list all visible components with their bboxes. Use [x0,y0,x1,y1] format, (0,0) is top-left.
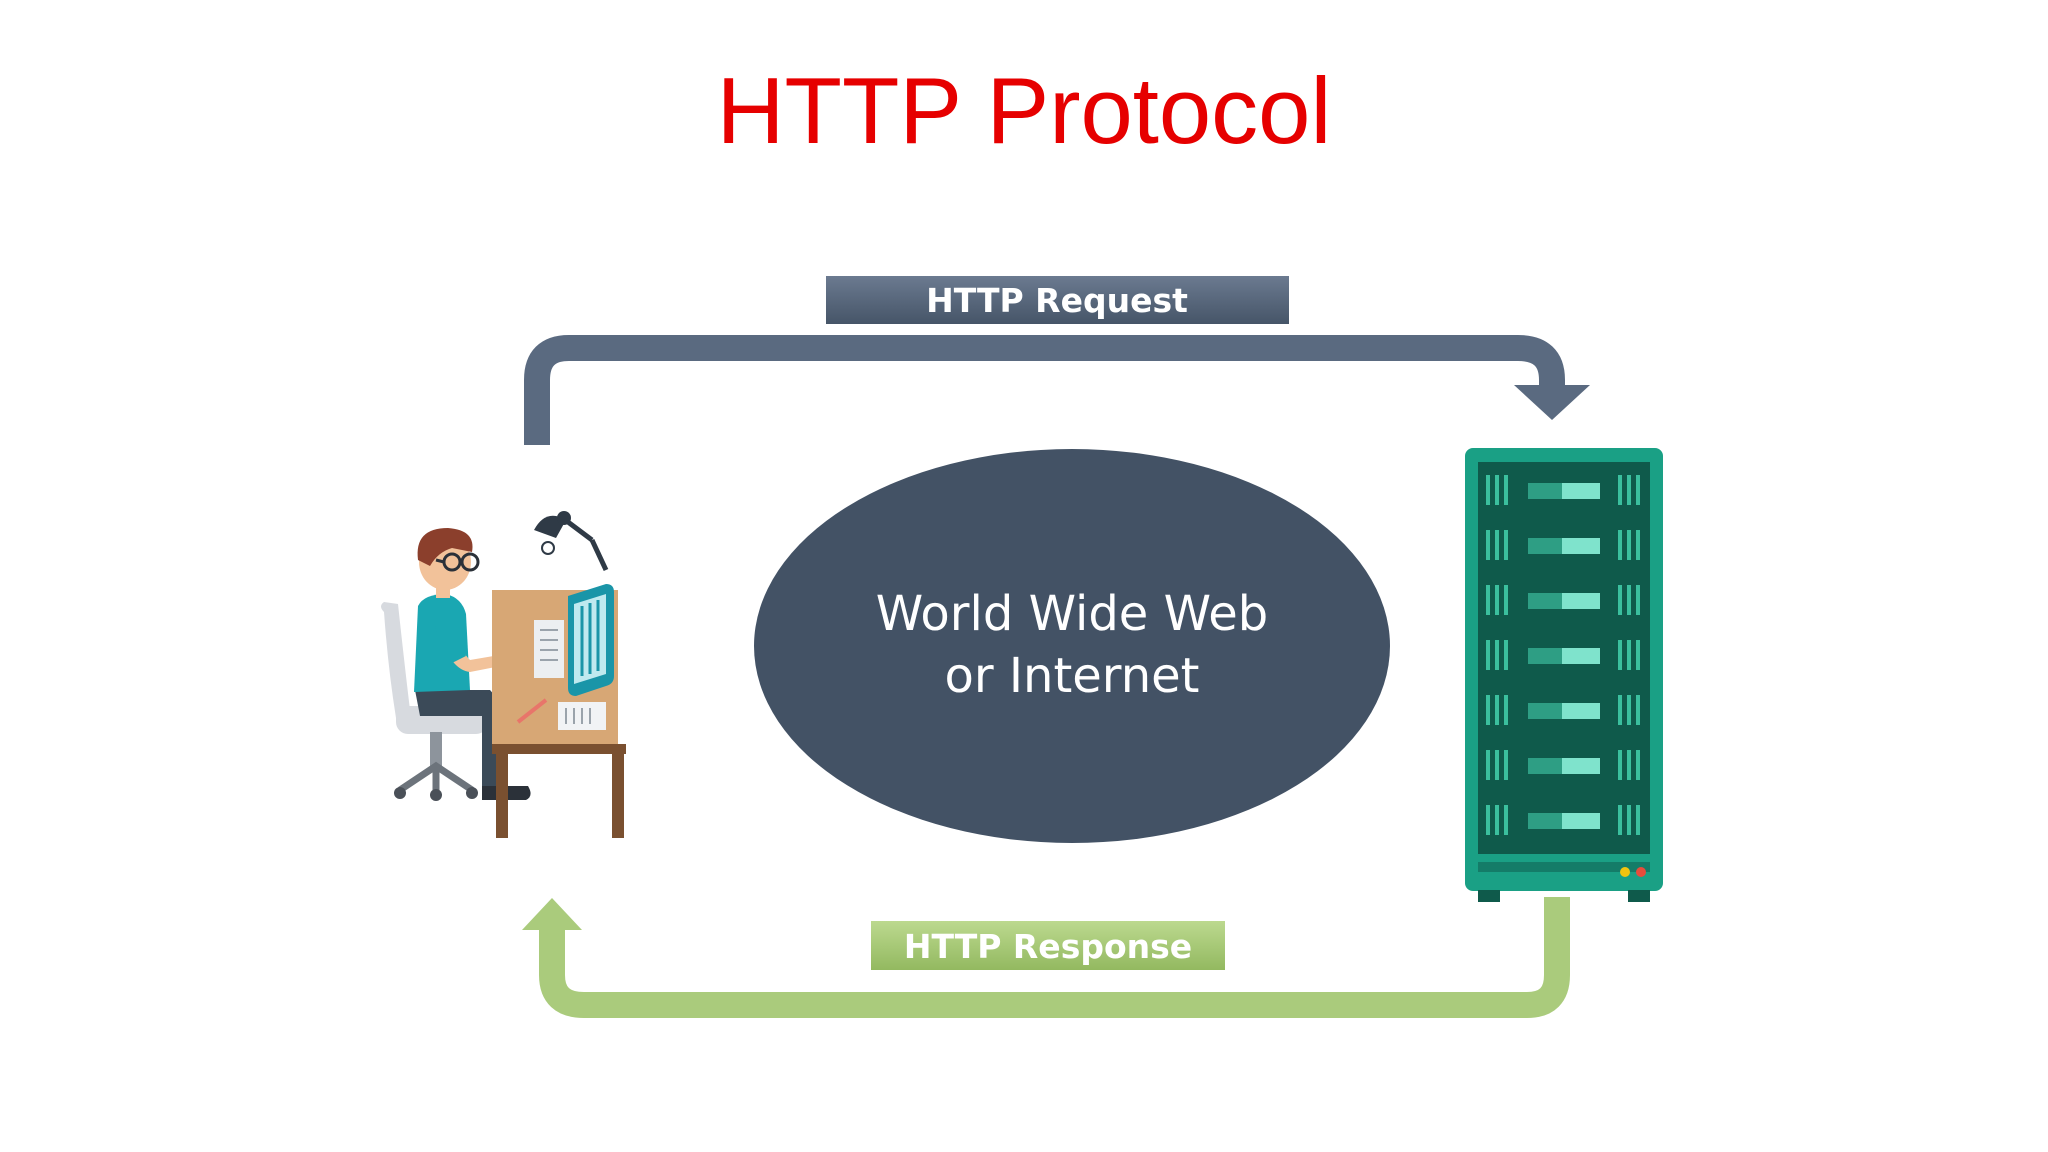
request-label-box: HTTP Request [826,276,1289,324]
response-label-box: HTTP Response [871,921,1225,970]
user-at-computer-icon [381,511,626,838]
internet-line-2: or Internet [945,648,1200,704]
monitor-icon [568,584,614,696]
slide-title: HTTP Protocol [716,58,1332,163]
request-arrow [524,335,1590,445]
server-rack-icon [1465,448,1663,902]
server-drive-bay [1486,805,1640,835]
desk-lamp-icon [534,511,609,572]
server-drive-bays [1486,475,1640,835]
server-drive-bay [1486,695,1640,725]
server-drive-bay [1486,750,1640,780]
server-drive-bay [1486,585,1640,615]
server-drive-bay [1486,475,1640,505]
request-label: HTTP Request [926,281,1188,320]
response-label: HTTP Response [904,927,1192,966]
server-drive-bay [1486,530,1640,560]
internet-cloud: World Wide Web or Internet [754,449,1390,843]
server-drive-bay [1486,640,1640,670]
internet-line-1: World Wide Web [876,586,1268,642]
response-arrow [522,897,1570,1018]
